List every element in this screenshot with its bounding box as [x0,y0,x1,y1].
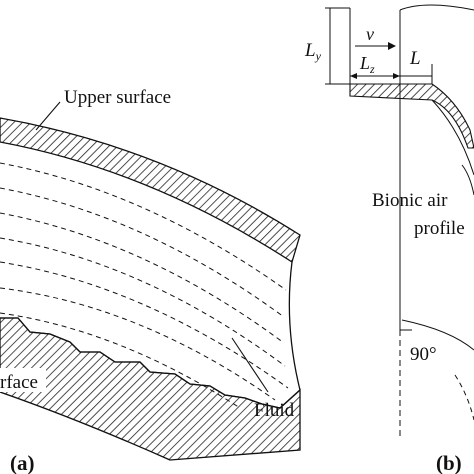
ly-symbol: Ly [304,40,322,63]
panel-a: Upper surface rface Fluid (a) [0,87,301,474]
bionic-airfoil-strip [349,83,474,149]
fluid-streamlines [0,162,289,409]
streamline [0,237,286,367]
lower-surface-label-bg [0,368,46,392]
profile-curve-near-label [461,164,474,196]
streamline [0,261,289,389]
streamline [0,187,285,318]
fluid-label: Fluid [254,400,295,421]
angle-label: 90° [410,344,437,365]
panel-a-label: (a) [10,451,35,474]
upper-surface-wall [0,117,301,264]
streamline [0,287,276,401]
airfoil-label-line2: profile [414,218,465,239]
lz-symbol: Lz [359,53,375,76]
velocity-arrowhead [388,42,396,50]
panel-b: Ly v Lz L Bionic air profile 90° [304,4,474,474]
fluid-leader [231,337,269,393]
domain-top-curve [399,4,474,11]
lower-surface-inner-edge [0,317,301,409]
angle-arc-lower [454,374,474,421]
panel-b-label: (b) [436,451,462,474]
lz-arrowhead-right [393,73,400,79]
airfoil-curve-inner [431,99,474,176]
streamline [0,212,285,344]
airfoil-label-line1: Bionic air [372,190,448,211]
lz-arrowhead-left [350,73,357,79]
lower-surface-label-fragment: rface [0,372,38,393]
l-symbol: L [409,48,421,69]
velocity-symbol: v [366,24,374,44]
angle-arc [401,319,474,351]
upper-surface-label: Upper surface [64,87,171,108]
upper-surface-leader [35,101,61,131]
streamline [0,312,241,409]
streamline [0,162,287,291]
outlet-boundary [288,261,301,391]
